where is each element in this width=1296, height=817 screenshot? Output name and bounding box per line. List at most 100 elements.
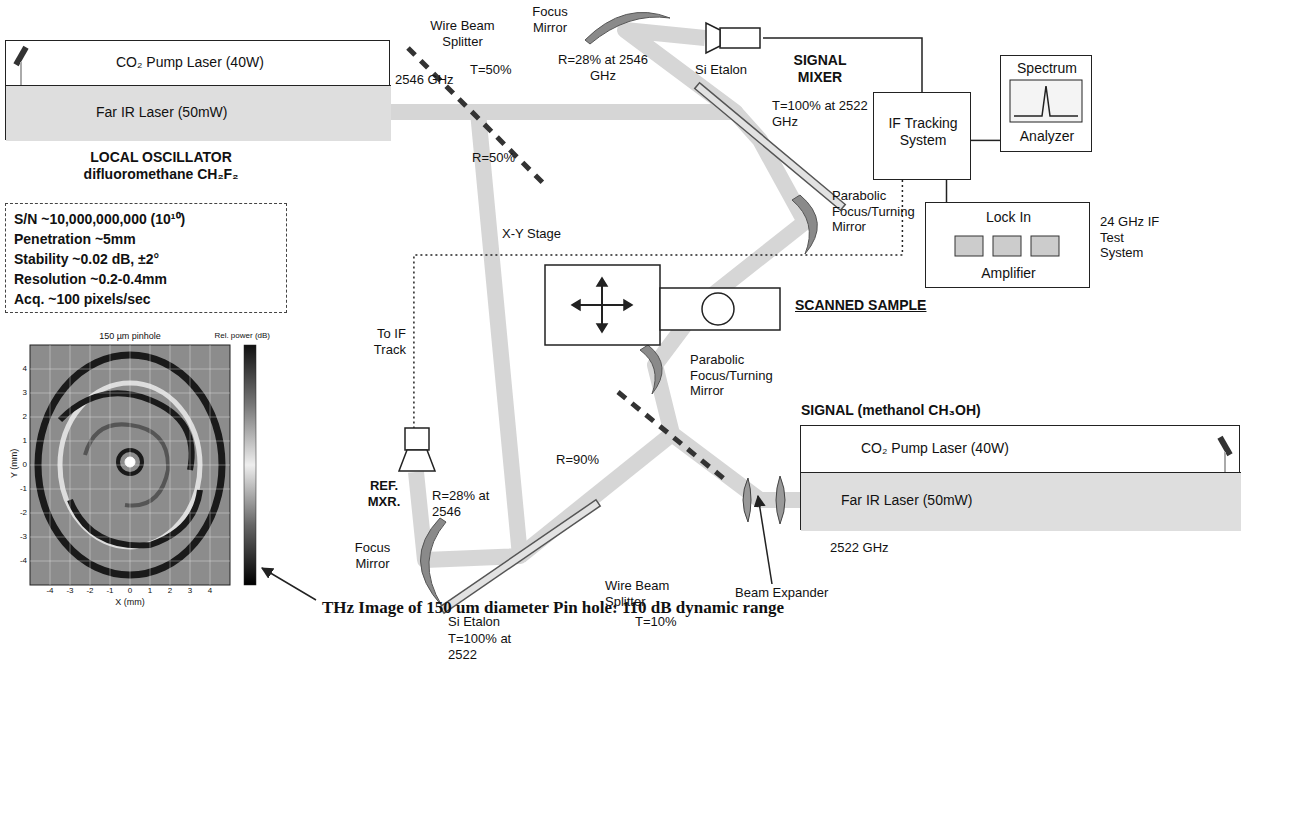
beam [390,30,735,112]
si-etalon [445,88,840,608]
mirror [640,345,662,394]
xy-stage [545,265,780,345]
leader-arrow [262,496,772,600]
laser-band: Far IR Laser (50mW) [6,86,391,141]
part-label: R=28% at 2546 GHz [558,52,648,83]
node-text: CO₂ Pump Laser (40W) [861,440,1161,457]
thz-image [30,369,230,561]
part-label: X (mm) [105,597,155,608]
xy-stage [572,278,632,332]
leader-arrow [262,568,316,600]
node-text: Far IR Laser (50mW) [96,104,346,121]
part-label: R=50% [472,150,522,166]
part-label: Si Etalon [695,62,765,78]
node-text: Analyzer [1001,128,1093,145]
thz-image [60,393,192,470]
part-label: 150 µm pinhole [60,331,200,342]
mixer-horn [706,23,720,53]
beam-expander-lens [743,478,751,522]
mirror [420,12,817,606]
lockin-display [955,236,1059,256]
axis-tick: -3 [10,532,27,542]
instrument-box: Lock In Amplifier [925,202,1090,288]
mixer-horn [720,28,760,48]
beam-expander-lens [776,476,785,524]
thz-image [30,345,230,585]
axis-tick: -1 [100,586,120,596]
connector [946,180,948,202]
beam-expander-lens [743,476,785,524]
thz-image [30,345,256,585]
si-etalon [445,505,595,608]
reference-mixer: REF. MXR. [395,428,437,473]
part-label: T=100% at 2522 GHz [772,98,870,129]
si-etalon [445,505,595,608]
part-label: R=28% at 2546 [432,488,492,519]
node-text: SIGNAL MIXER [785,52,855,86]
axis-tick: -2 [10,508,27,518]
part-label: Y (mm) [9,441,20,485]
part-label: R=90% [556,452,606,468]
node-text: Lock In [926,209,1091,226]
part-label: T=50% [470,62,520,78]
part-label: 24 GHz IF Test System [1100,214,1164,261]
node-text: Acq. ~100 pixels/sec [14,291,280,308]
part-label: Focus Mirror [345,540,400,571]
wire-beam-splitter [618,392,728,482]
node-text: SIGNAL (methanol CH₃OH) [801,402,1101,419]
part-label: Parabolic Focus/Turning Mirror [690,352,800,399]
node-text: CO₂ Pump Laser (40W) [116,54,366,71]
connector [763,38,922,92]
part-label: Focus Mirror [520,4,580,35]
lockin-display [1031,236,1059,256]
figure-caption: THz Image of 150 um diameter Pin hole: 1… [322,598,962,618]
beam [390,30,805,560]
xy-stage [702,293,734,325]
node-text: SCANNED SAMPLE [795,297,945,314]
part-label: 2546 GHz [395,72,465,88]
edge-label: To IF Track [358,326,406,357]
axis-tick: 3 [180,586,200,596]
axis-tick: 1 [140,586,160,596]
spectrum-screen [1014,86,1078,116]
connector [971,140,1000,142]
axis-tick: -3 [60,586,80,596]
part-label: Parabolic Focus/Turning Mirror [832,188,942,235]
axis-tick: 0 [120,586,140,596]
node-text: S/N ~10,000,000,000 (10¹⁰) [14,211,280,228]
node-text: Amplifier [926,265,1091,282]
node-text: Far IR Laser (50mW) [841,492,1141,509]
laser-band: CO₂ Pump Laser (40W) [6,41,391,86]
xy-stage [545,265,660,345]
scanned-sample: SCANNED SAMPLE [545,265,780,345]
node-text: Penetration ~5mm [14,231,280,248]
instrument-box: SpectrumAnalyzer [1000,55,1092,152]
axis-tick: 4 [10,364,27,374]
wire-beam-splitter [408,48,545,185]
mixer-horn [405,428,429,450]
axis-tick: -1 [10,484,27,494]
mirror [585,12,670,44]
axis-tick: -2 [80,586,100,596]
spec-box: S/N ~10,000,000,000 (10¹⁰) Penetration ~5… [5,203,287,313]
mirror [792,195,817,254]
laser-band: CO₂ Pump Laser (40W) [801,426,1241,473]
xy-stage [660,288,780,330]
node-text: REF. MXR. [359,478,409,509]
mirror [420,518,446,606]
part-label: X-Y Stage [502,226,582,242]
laser-housing: LOCAL OSCILLATOR difluoromethane CH₂F₂CO… [5,40,390,140]
axis-tick: 1 [10,436,27,446]
leader-arrow [758,496,772,584]
axis-tick: -4 [10,556,27,566]
part-label: Wire Beam Splitter [425,18,500,49]
axis-tick: 4 [200,586,220,596]
node-text: Resolution ~0.2-0.4mm [14,271,280,288]
mixer-horn [399,450,435,471]
lockin-display [993,236,1021,256]
node-text: LOCAL OSCILLATOR difluoromethane CH₂F₂ [41,149,281,183]
spectrum-screen [1010,80,1082,122]
wire-beam-splitter [408,48,728,482]
signal-mixer: SIGNAL MIXER [705,22,763,54]
